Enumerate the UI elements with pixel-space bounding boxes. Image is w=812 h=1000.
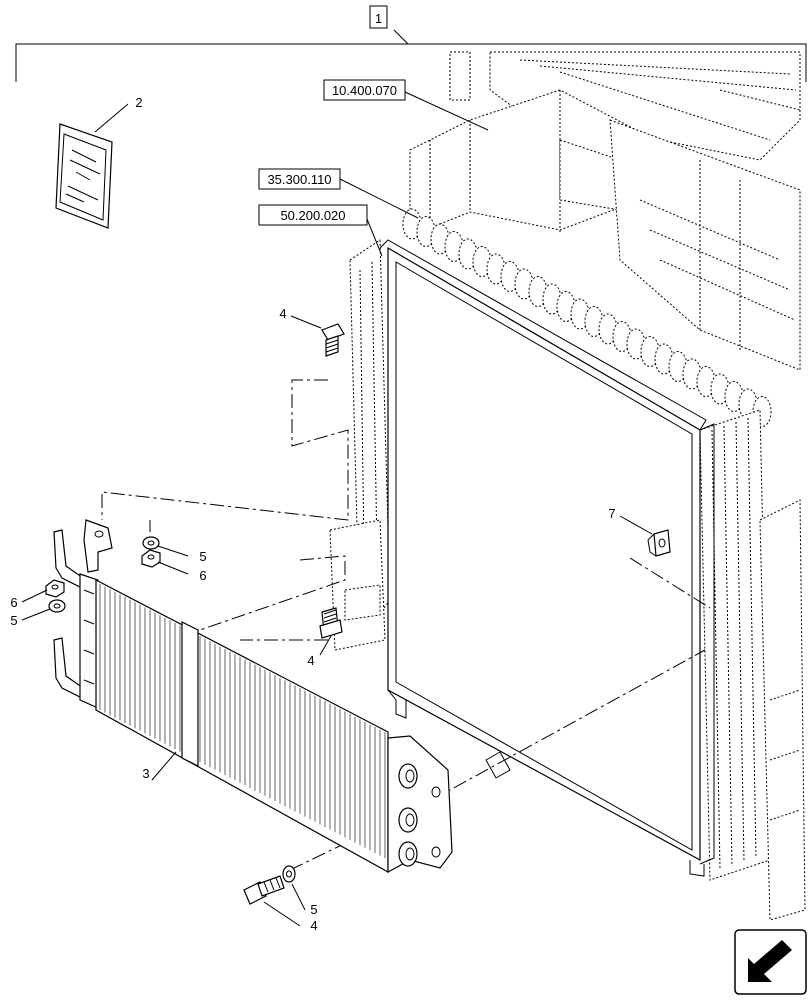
callout-bolt-upper: 4 bbox=[279, 306, 286, 321]
background-assembly bbox=[329, 51, 806, 921]
assembly-label: 1 bbox=[375, 11, 382, 26]
callout-clip: 7 bbox=[608, 506, 615, 521]
ref-box-b[interactable]: 35.300.110 bbox=[258, 168, 341, 190]
nut-left bbox=[45, 579, 65, 598]
washer-lower bbox=[282, 865, 296, 883]
callout-nut-right: 6 bbox=[199, 568, 206, 583]
callout-bolt-middle: 4 bbox=[307, 653, 314, 668]
oil-cooler bbox=[53, 519, 453, 874]
bolt-middle bbox=[319, 607, 343, 639]
ref-box-c[interactable]: 50.200.020 bbox=[258, 204, 368, 226]
callout-bolt-lower: 4 bbox=[310, 918, 317, 933]
ref-label-a: 10.400.070 bbox=[332, 83, 397, 98]
bolt-upper bbox=[321, 323, 345, 357]
reference-leaders bbox=[339, 91, 489, 257]
ref-label-b: 35.300.110 bbox=[267, 172, 331, 187]
assembly-bracket: 1 bbox=[15, 5, 807, 82]
arrow-icon[interactable] bbox=[734, 929, 807, 995]
clip bbox=[647, 529, 671, 557]
callout-washer-lower: 5 bbox=[310, 902, 317, 917]
ref-box-a[interactable]: 10.400.070 bbox=[323, 79, 406, 101]
washer-right bbox=[142, 536, 160, 550]
callout-nut-left: 6 bbox=[10, 595, 17, 610]
callout-washer-right: 5 bbox=[199, 549, 206, 564]
callout-washer-left: 5 bbox=[10, 613, 17, 628]
instruction-bag bbox=[55, 123, 113, 229]
callout-oil-cooler: 3 bbox=[142, 766, 149, 781]
washer-left bbox=[48, 599, 66, 613]
bolt-lower bbox=[243, 875, 285, 905]
nut-right bbox=[141, 549, 161, 568]
condenser-panel bbox=[379, 239, 715, 877]
ref-label-c: 50.200.020 bbox=[280, 208, 345, 223]
callout-bag: 2 bbox=[135, 95, 142, 110]
